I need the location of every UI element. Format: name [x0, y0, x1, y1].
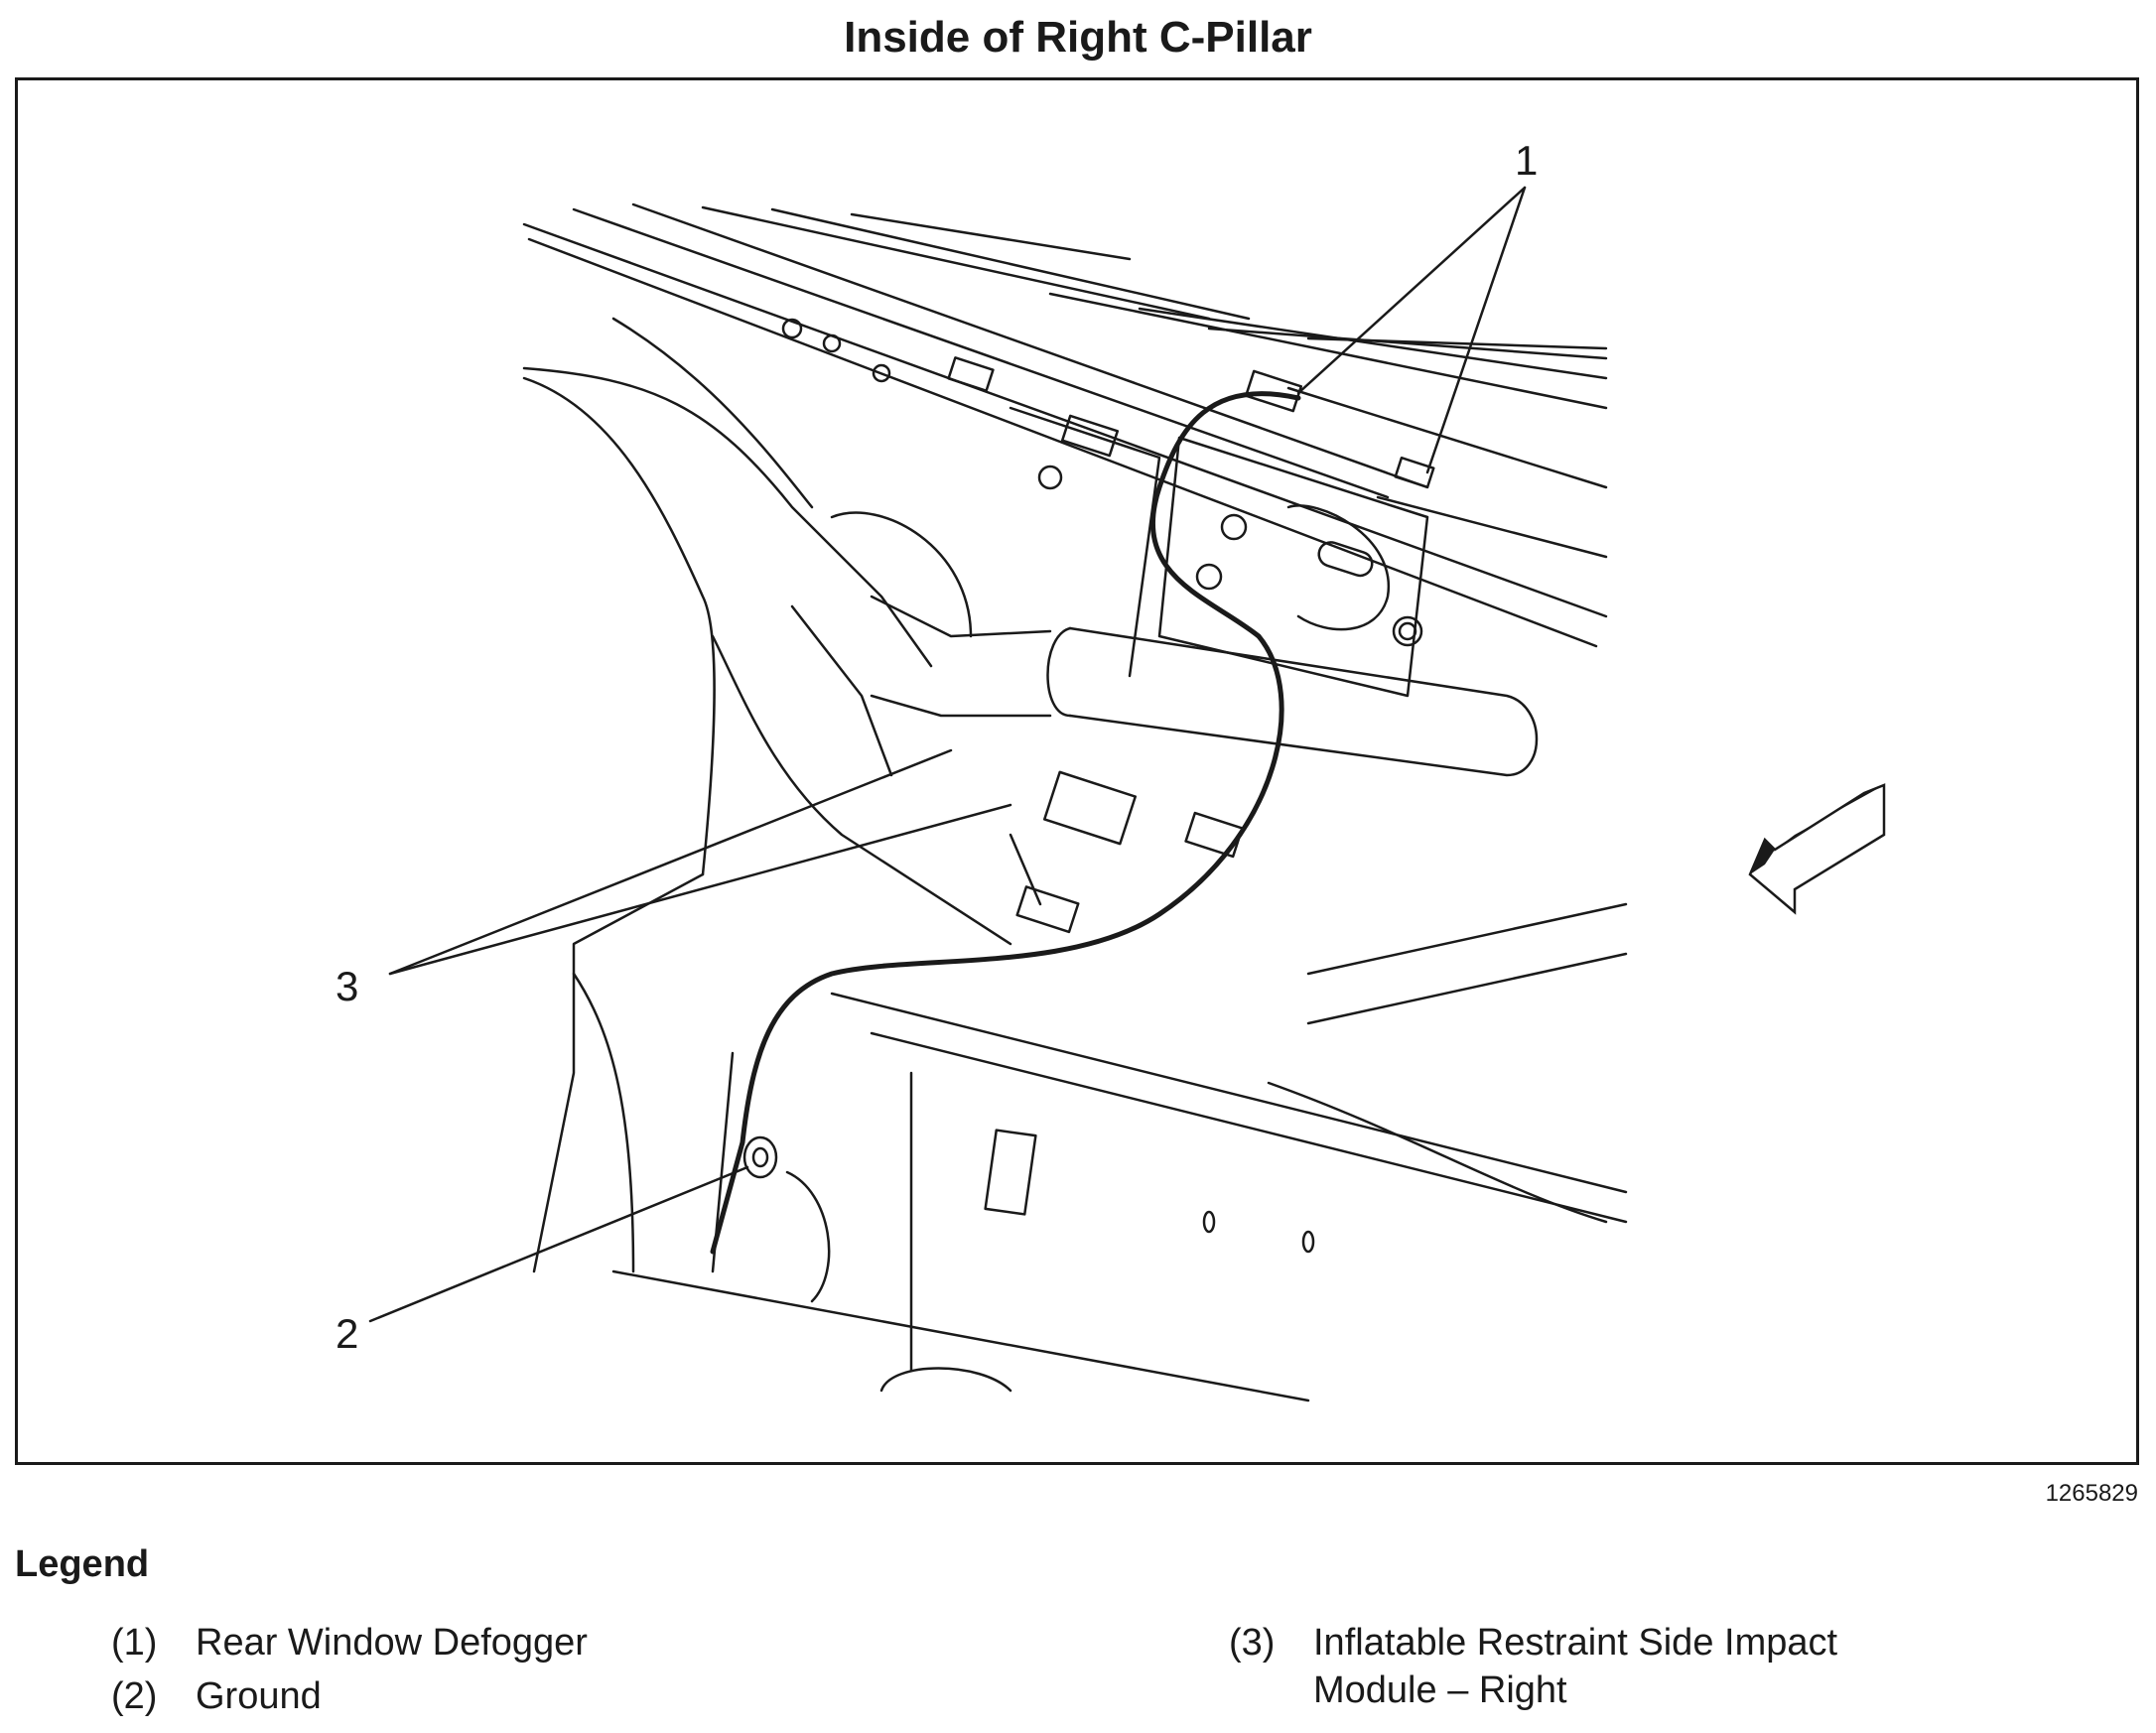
illustration-frame: 1 3 2 [15, 77, 2139, 1465]
legend-item-number: (3) [1229, 1622, 1276, 1664]
side-impact-module-tube [790, 511, 1539, 777]
legend-item-label: Rear Window Defogger [196, 1622, 588, 1664]
defogger-clips [947, 356, 1435, 489]
callout-3: 3 [336, 963, 359, 1009]
figure-id: 1265829 [2045, 1480, 2138, 1507]
side-impact-connectors [1009, 770, 1244, 934]
leader-lines [368, 186, 1527, 1323]
pillar-trim [522, 317, 1012, 1273]
defogger-harness [710, 391, 1301, 1255]
legend-item-1: (1) Rear Window Defogger [111, 1620, 1005, 1669]
legend-item-label-continued: Module – Right [1313, 1669, 1567, 1711]
legend-item-2: (2) Ground [111, 1673, 1005, 1723]
legend-title: Legend [15, 1543, 150, 1585]
callout-2: 2 [336, 1310, 359, 1357]
legend-item-number: (2) [111, 1675, 158, 1717]
callout-1: 1 [1515, 137, 1539, 184]
legend-item-label: Ground [196, 1675, 322, 1717]
legend-item-number: (1) [111, 1622, 158, 1664]
ground-stud [742, 1135, 831, 1303]
legend-item-label: Inflatable Restraint Side Impact [1313, 1622, 1838, 1664]
c-pillar-illustration [368, 186, 1886, 1402]
pillar-panel [781, 318, 1429, 698]
direction-arrow-icon [1748, 783, 1886, 915]
floor-panel [611, 902, 1628, 1402]
diagram-title: Inside of Right C-Pillar [844, 13, 1312, 62]
legend-item-3: (3) Inflatable Restraint Side Impact Mod… [1229, 1620, 2122, 1719]
